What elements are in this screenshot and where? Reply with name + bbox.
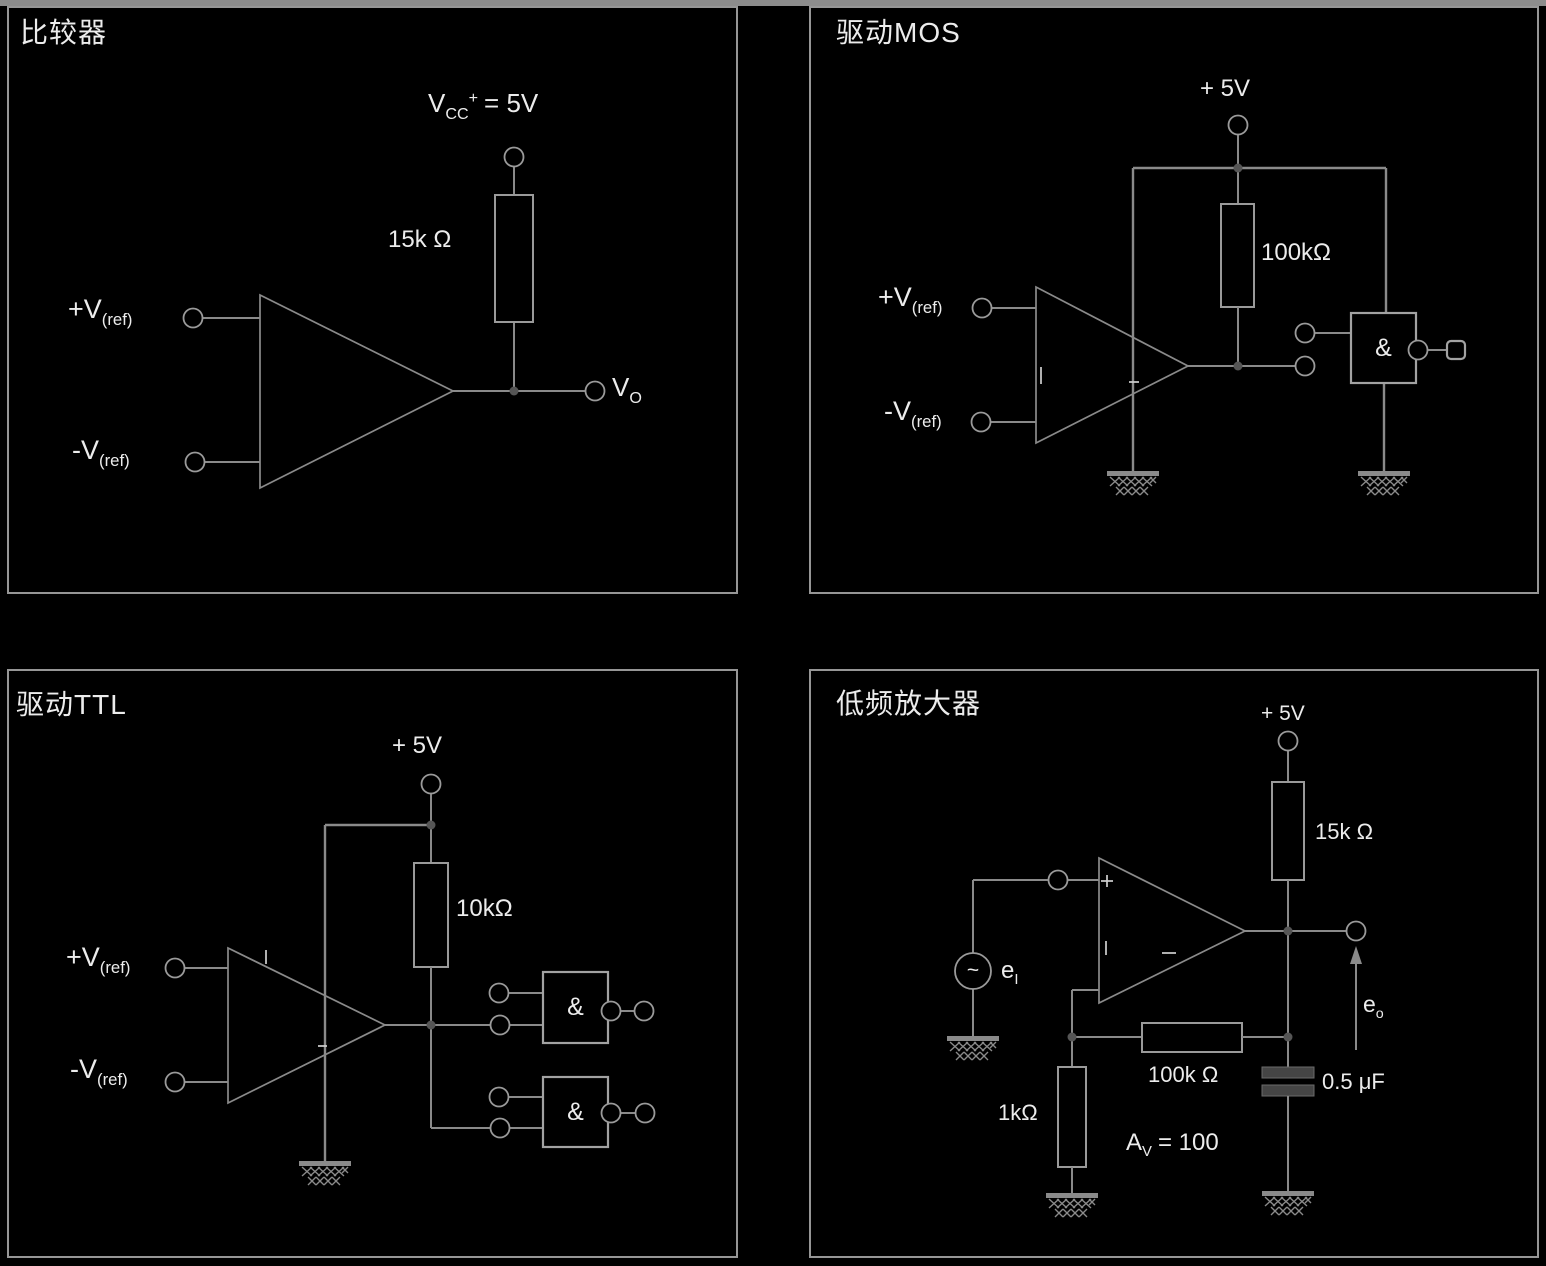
and-gate1-box [541, 970, 610, 1045]
lf-amplifier-circuit [946, 730, 1367, 1218]
input-pos-terminal [971, 297, 993, 319]
supply-terminal [420, 773, 442, 795]
source-label: eI [1001, 957, 1019, 989]
output-label: VO [612, 372, 642, 407]
gate2-output-terminal [600, 1102, 622, 1124]
gate-output-terminal [1407, 339, 1429, 361]
gate2-input-terminal [489, 1117, 511, 1139]
supply-terminal [1227, 114, 1249, 136]
junction-dot [426, 820, 436, 830]
pullup-resistor-label: 15k Ω [1315, 819, 1374, 844]
gate-input-terminal [1294, 322, 1316, 344]
input-neg-label: -V(ref) [72, 435, 130, 471]
input-neg-terminal [184, 451, 206, 473]
resistor-10k [413, 862, 449, 968]
pullup-resistor-label: 10kΩ [456, 895, 513, 922]
input-neg-terminal [970, 411, 992, 433]
vcc-terminal [503, 146, 525, 168]
junction-dot [1233, 163, 1243, 173]
sine-source-symbol: ~ [966, 958, 980, 982]
output-label: eo [1363, 991, 1384, 1022]
junction-dot [509, 386, 519, 396]
gate1-output-pad [633, 1000, 655, 1022]
supply-terminal [1277, 730, 1299, 752]
output-terminal [584, 380, 606, 402]
gate1-output-terminal [600, 1000, 622, 1022]
output-terminal [1345, 920, 1367, 942]
drive-ttl-circuit [164, 773, 656, 1186]
and-gate-label: & [1375, 333, 1392, 362]
junction-dot [1067, 1032, 1077, 1042]
input-pos-terminal [164, 957, 186, 979]
resistor-100k [1220, 203, 1255, 308]
input-pos-terminal [182, 307, 204, 329]
and-gate1-label: & [567, 993, 584, 1022]
panel-title-comparator: 比较器 [20, 17, 108, 48]
panel-title-drive-ttl: 驱动TTL [16, 689, 127, 720]
ac-source-icon [954, 952, 992, 990]
output-arrow-icon [1350, 946, 1362, 964]
junction-dot [1233, 361, 1243, 371]
resistor-100k-feedback [1141, 1022, 1243, 1053]
opamp-triangle [1098, 856, 1247, 1005]
feedback-resistor-label: 100k Ω [1148, 1062, 1219, 1087]
input-pos-label: +V(ref) [68, 294, 133, 330]
top-edge-strip [0, 0, 1546, 6]
capacitor-label: 0.5 μF [1322, 1069, 1385, 1094]
junction-dot [1283, 926, 1293, 936]
opamp-triangle [1035, 285, 1190, 445]
panel-drive-mos [809, 6, 1539, 594]
resistor-15k [1271, 781, 1305, 881]
panel-title-lf-amplifier: 低频放大器 [836, 688, 982, 719]
input-pos-label: +V(ref) [878, 282, 943, 318]
supply-label: + 5V [1261, 702, 1305, 725]
comparator-circuit [182, 146, 606, 490]
pullup-resistor-label: 15k Ω [388, 226, 452, 253]
gate2-input-terminal [488, 1086, 510, 1108]
and-gate2-label: & [567, 1097, 584, 1126]
panel-drive-ttl [7, 669, 738, 1258]
resistor-1k [1057, 1066, 1087, 1168]
input-neg-label: -V(ref) [884, 396, 942, 432]
ground-resistor-label: 1kΩ [998, 1100, 1038, 1125]
junction-dot [1283, 1032, 1293, 1042]
and-gate-box [1349, 311, 1418, 385]
gate1-input-terminal [488, 982, 510, 1004]
panel-title-drive-mos: 驱动MOS [836, 17, 961, 48]
junction-dot [426, 1020, 436, 1030]
capacitor-plate [1261, 1084, 1315, 1097]
panel-lf-amplifier [809, 669, 1539, 1258]
opamp-triangle [227, 946, 387, 1105]
capacitor-plate [1261, 1066, 1315, 1079]
gate1-input-terminal [489, 1014, 511, 1036]
pullup-resistor-label: 100kΩ [1261, 239, 1331, 266]
resistor-15k [494, 194, 534, 323]
input-neg-terminal [164, 1071, 186, 1093]
gate-output-pad [1445, 339, 1467, 361]
gate2-output-pad [634, 1102, 656, 1124]
vcc-supply-label: VCC+= 5V [428, 88, 539, 123]
drive-mos-circuit [970, 114, 1467, 496]
input-terminal [1047, 869, 1069, 891]
gate-input-terminal [1294, 355, 1316, 377]
input-pos-label: +V(ref) [66, 942, 131, 978]
opamp-triangle [259, 293, 455, 490]
supply-label: + 5V [1200, 75, 1251, 102]
gain-label: AV= 100 [1126, 1129, 1219, 1161]
input-neg-label: -V(ref) [70, 1054, 128, 1090]
panel-comparator [7, 6, 738, 594]
and-gate2-box [541, 1075, 610, 1149]
supply-label: + 5V [392, 732, 443, 759]
